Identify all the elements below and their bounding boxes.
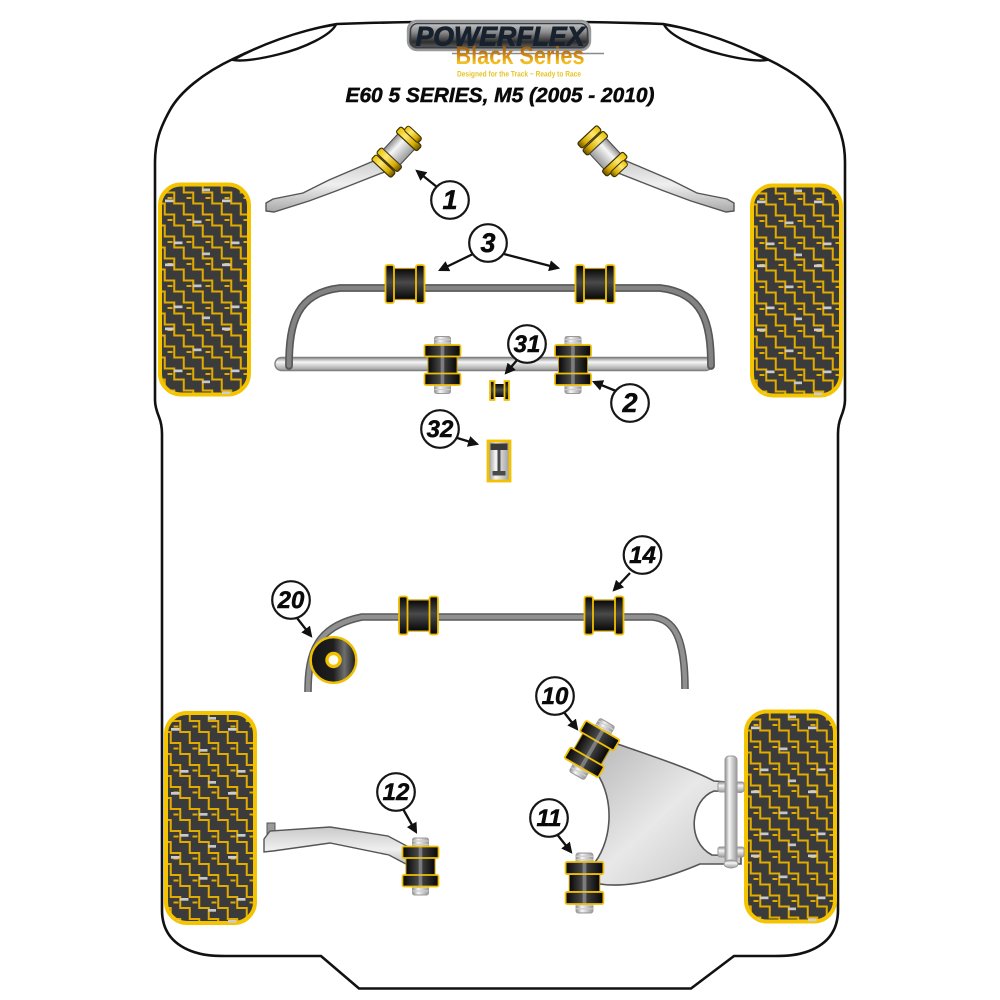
svg-text:11: 11 [537, 805, 562, 832]
svg-text:E60 5 SERIES, M5 (2005 - 2010): E60 5 SERIES, M5 (2005 - 2010) [346, 84, 655, 107]
svg-text:POWERFLEX: POWERFLEX [416, 22, 587, 52]
svg-text:12: 12 [383, 779, 410, 806]
svg-text:3: 3 [480, 228, 495, 258]
svg-text:20: 20 [277, 587, 305, 614]
svg-text:10: 10 [542, 683, 569, 710]
svg-text:31: 31 [514, 331, 541, 358]
svg-text:Designed for the Track ~ Ready: Designed for the Track ~ Ready to Race [457, 70, 581, 79]
svg-text:Black Series: Black Series [456, 42, 585, 70]
svg-text:2: 2 [621, 388, 637, 418]
svg-text:32: 32 [427, 416, 454, 443]
svg-text:14: 14 [629, 542, 656, 569]
svg-text:1: 1 [442, 185, 457, 215]
